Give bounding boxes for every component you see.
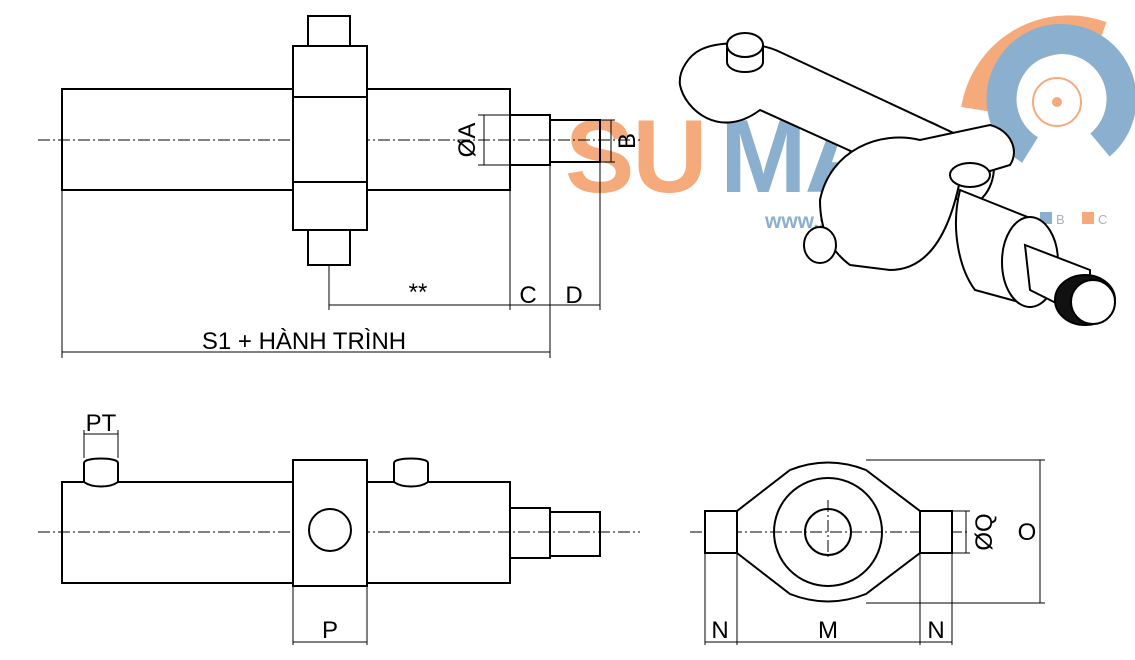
- dim-d: D: [565, 282, 582, 309]
- dim-diameter-q: ØQ: [971, 513, 998, 550]
- side-view: ØA B ** C D S1 + HÀNH TRÌNH: [38, 15, 641, 358]
- dim-diameter-a: ØA: [454, 123, 481, 158]
- dim-b: B: [614, 133, 641, 149]
- dim-m: M: [818, 617, 838, 644]
- brand-name-part1: SU: [565, 99, 705, 215]
- end-view: ØQ O N M N: [690, 459, 1045, 645]
- legend-c: C: [1098, 212, 1107, 227]
- legend-swatch-c: [1082, 212, 1094, 224]
- dim-pt: PT: [86, 410, 117, 437]
- dim-n-left: N: [711, 617, 728, 644]
- top-view: PT P: [38, 410, 640, 645]
- dim-s1-stroke: S1 + HÀNH TRÌNH: [202, 328, 406, 355]
- legend-b: B: [1056, 212, 1065, 227]
- dim-o: O: [1018, 519, 1037, 546]
- dim-n-right: N: [927, 617, 944, 644]
- dim-c: C: [519, 282, 536, 309]
- isometric-view: [678, 32, 1116, 326]
- dim-double-star: **: [409, 279, 428, 306]
- dim-p: P: [322, 617, 338, 644]
